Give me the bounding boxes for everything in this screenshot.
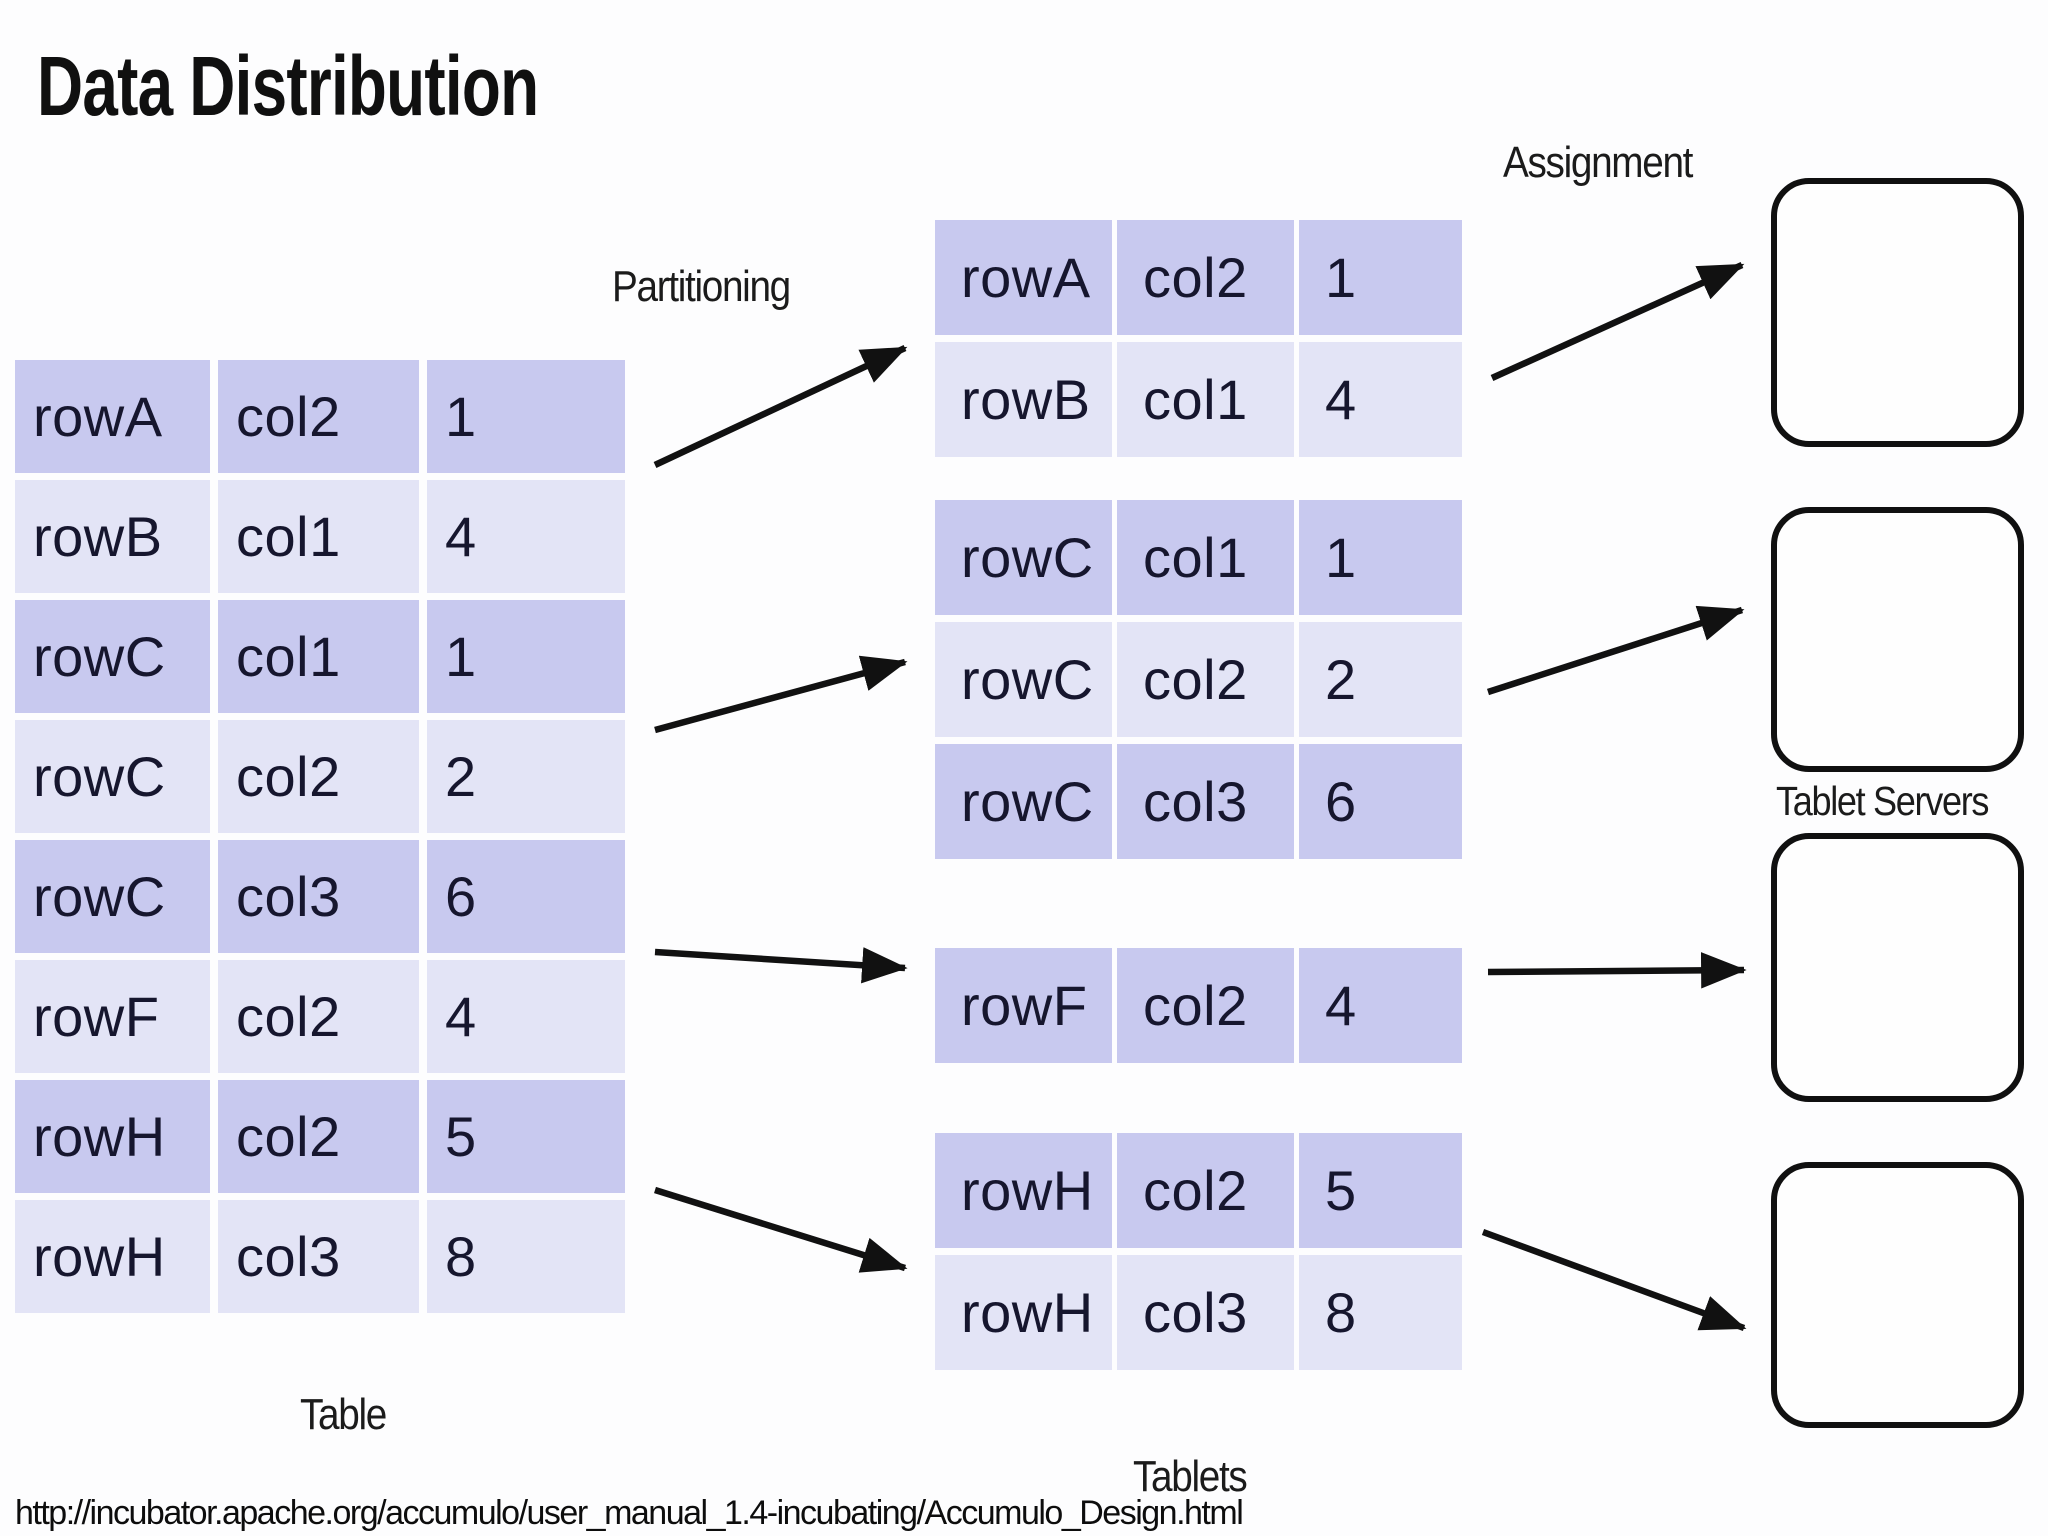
table-cell: 5 <box>427 1080 625 1193</box>
table-cell: 6 <box>427 840 625 953</box>
table-cell: rowC <box>15 720 210 833</box>
main-table: rowA col2 1 rowB col1 4 rowC col1 1 rowC… <box>15 360 625 1313</box>
tablet-servers-caption: Tablet Servers <box>1776 778 1989 824</box>
table-cell: col3 <box>218 840 419 953</box>
tablets-caption: Tablets <box>1133 1452 1248 1501</box>
table-cell: 1 <box>1299 500 1462 615</box>
partitioning-arrow-3 <box>654 947 908 984</box>
table-cell: rowC <box>15 840 210 953</box>
tablet-server-box-3 <box>1771 833 2024 1102</box>
table-cell: rowH <box>15 1200 210 1313</box>
table-cell: col2 <box>218 960 419 1073</box>
table-cell: col2 <box>1117 1133 1294 1248</box>
table-cell: col3 <box>218 1200 419 1313</box>
assignment-arrow-2 <box>1487 605 1745 696</box>
table-cell: col2 <box>218 720 419 833</box>
table-cell: rowA <box>15 360 210 473</box>
assignment-arrow-3 <box>1487 952 1747 989</box>
table-cell: col2 <box>1117 622 1294 737</box>
table-cell: rowF <box>15 960 210 1073</box>
table-cell: col3 <box>1117 744 1294 859</box>
tablet-table-4: rowH col2 5 rowH col3 8 <box>935 1133 1462 1370</box>
table-cell: col1 <box>218 600 419 713</box>
table-cell: col2 <box>1117 220 1294 335</box>
assignment-arrow-4 <box>1481 1228 1747 1332</box>
table-cell: 4 <box>427 960 625 1073</box>
table-cell: rowH <box>935 1255 1112 1370</box>
table-cell: col3 <box>1117 1255 1294 1370</box>
tablet-server-box-1 <box>1771 178 2024 447</box>
tablet-table-2: rowC col1 1 rowC col2 2 rowC col3 6 <box>935 500 1462 859</box>
partitioning-arrow-4 <box>654 1186 908 1273</box>
table-cell: 1 <box>427 600 625 713</box>
table-cell: rowC <box>935 500 1112 615</box>
page-title: Data Distribution <box>37 39 539 133</box>
table-cell: 8 <box>427 1200 625 1313</box>
table-cell: rowB <box>935 342 1112 457</box>
tablet-server-box-4 <box>1771 1162 2024 1428</box>
table-cell: rowC <box>935 622 1112 737</box>
table-cell: 1 <box>427 360 625 473</box>
table-cell: 4 <box>427 480 625 593</box>
table-cell: rowC <box>15 600 210 713</box>
table-caption: Table <box>300 1390 387 1439</box>
tablet-table-3: rowF col2 4 <box>935 948 1462 1063</box>
table-cell: 2 <box>1299 622 1462 737</box>
table-cell: rowH <box>935 1133 1112 1248</box>
table-cell: 8 <box>1299 1255 1462 1370</box>
table-cell: rowA <box>935 220 1112 335</box>
table-cell: col1 <box>1117 342 1294 457</box>
table-cell: rowC <box>935 744 1112 859</box>
table-cell: rowH <box>15 1080 210 1193</box>
table-cell: 6 <box>1299 744 1462 859</box>
assignment-arrow-1 <box>1490 262 1745 381</box>
table-cell: 4 <box>1299 342 1462 457</box>
assignment-label: Assignment <box>1503 138 1693 187</box>
source-url: http://incubator.apache.org/accumulo/use… <box>15 1494 1244 1532</box>
tablet-table-1: rowA col2 1 rowB col1 4 <box>935 220 1462 457</box>
partitioning-arrow-1 <box>653 345 908 468</box>
table-cell: 5 <box>1299 1133 1462 1248</box>
table-cell: col1 <box>1117 500 1294 615</box>
partitioning-label: Partitioning <box>612 262 791 311</box>
table-cell: 4 <box>1299 948 1462 1063</box>
tablet-server-box-2 <box>1771 507 2024 772</box>
table-cell: 1 <box>1299 220 1462 335</box>
partitioning-arrow-2 <box>654 655 908 734</box>
table-cell: col1 <box>218 480 419 593</box>
table-cell: rowF <box>935 948 1112 1063</box>
table-cell: col2 <box>218 360 419 473</box>
table-cell: col2 <box>1117 948 1294 1063</box>
table-cell: col2 <box>218 1080 419 1193</box>
table-cell: 2 <box>427 720 625 833</box>
table-cell: rowB <box>15 480 210 593</box>
